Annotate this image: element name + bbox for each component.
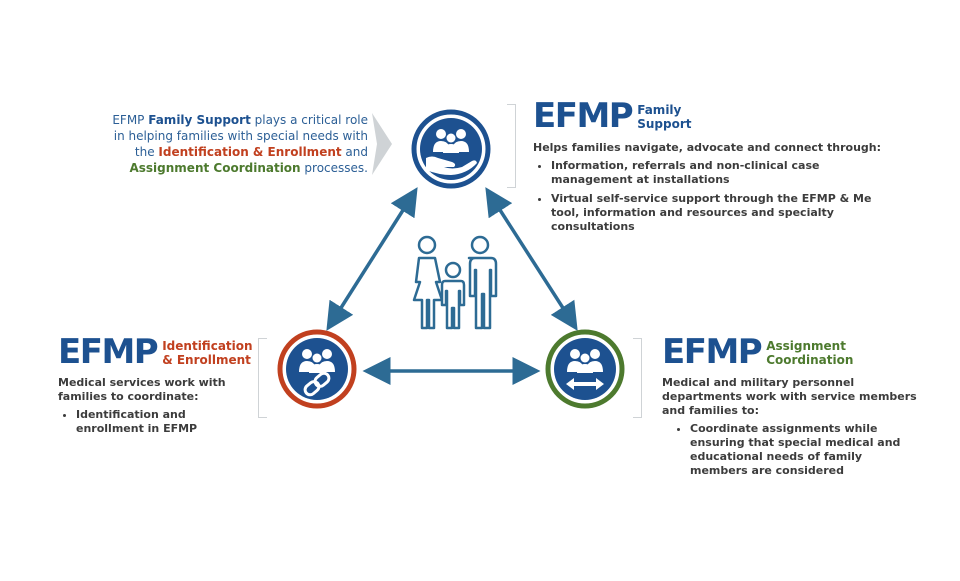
arrow-top-left bbox=[326, 187, 418, 331]
family-support-sub1: Family bbox=[637, 103, 682, 117]
family-support-list: Information, referrals and non-clinical … bbox=[533, 159, 883, 234]
list-item: Identification and enrollment in EFMP bbox=[76, 408, 216, 436]
identification-description: Medical services work with families to c… bbox=[58, 376, 243, 436]
family-support-intro: Helps families navigate, advocate and co… bbox=[533, 141, 882, 154]
family-support-hand-icon bbox=[411, 109, 491, 189]
bracket-identification bbox=[258, 338, 267, 418]
intro-assignment: Assignment Coordination bbox=[129, 161, 301, 175]
list-item: Virtual self-service support through the… bbox=[551, 192, 883, 234]
bracket-family-support bbox=[507, 104, 516, 188]
assignment-list: Coordinate assignments while ensuring th… bbox=[662, 422, 917, 478]
family-support-section: EFMP Family Support Helps families navig… bbox=[533, 96, 893, 239]
bracket-assignment bbox=[633, 338, 642, 418]
family-support-efmp: EFMP bbox=[533, 96, 634, 136]
identification-sub1: Identification bbox=[162, 339, 253, 353]
intro-text: EFMP Family Support plays a critical rol… bbox=[100, 112, 368, 176]
list-item: Information, referrals and non-clinical … bbox=[551, 159, 883, 187]
identification-link-icon bbox=[277, 329, 357, 409]
intro-part3: and bbox=[341, 145, 368, 159]
identification-intro: Medical services work with families to c… bbox=[58, 376, 226, 403]
arrow-top-right bbox=[485, 187, 578, 331]
intro-family-support: Family Support bbox=[148, 113, 251, 127]
identification-list: Identification and enrollment in EFMP bbox=[58, 408, 243, 436]
family-support-description: Helps families navigate, advocate and co… bbox=[533, 141, 883, 234]
assignment-brand: EFMP Assignment Coordination bbox=[662, 332, 922, 372]
pointer-arrow-icon bbox=[372, 113, 392, 175]
identification-sub2: & Enrollment bbox=[162, 353, 251, 367]
identification-subtitle: Identification & Enrollment bbox=[162, 339, 252, 367]
assignment-efmp: EFMP bbox=[662, 332, 763, 372]
identification-efmp: EFMP bbox=[58, 332, 159, 372]
assignment-sub1: Assignment bbox=[766, 339, 846, 353]
intro-part2: plays a critical role in helping familie… bbox=[113, 113, 368, 159]
intro-identification: Identification & Enrollment bbox=[158, 145, 342, 159]
intro-part1: EFMP bbox=[112, 113, 149, 127]
family-support-sub2: Support bbox=[637, 117, 692, 131]
family-figures-icon bbox=[412, 235, 498, 330]
family-support-subtitle: Family Support bbox=[637, 103, 691, 131]
assignment-description: Medical and military personnel departmen… bbox=[662, 376, 917, 478]
assignment-sub2: Coordination bbox=[766, 353, 854, 367]
identification-section: EFMP Identification & Enrollment Medical… bbox=[58, 332, 258, 441]
assignment-arrows-icon bbox=[545, 329, 625, 409]
assignment-subtitle: Assignment Coordination bbox=[766, 339, 853, 367]
family-support-brand: EFMP Family Support bbox=[533, 96, 893, 136]
identification-brand: EFMP Identification & Enrollment bbox=[58, 332, 258, 372]
assignment-intro: Medical and military personnel departmen… bbox=[662, 376, 917, 417]
list-item: Coordinate assignments while ensuring th… bbox=[690, 422, 915, 478]
assignment-section: EFMP Assignment Coordination Medical and… bbox=[662, 332, 922, 483]
intro-part4: processes. bbox=[300, 161, 368, 175]
